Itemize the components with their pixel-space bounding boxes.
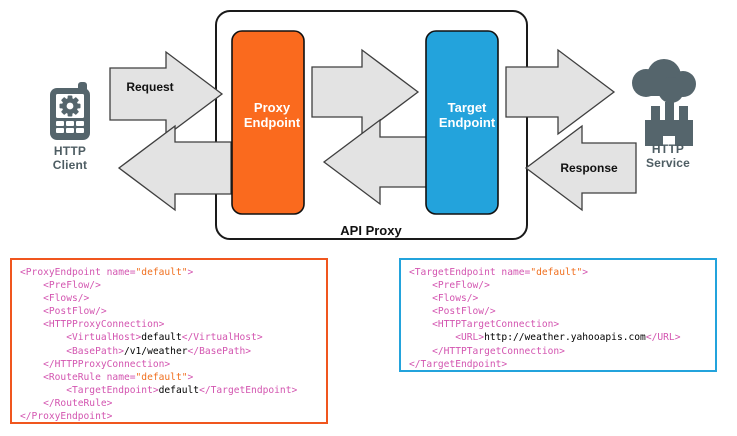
http-service-label: HTTP Service [616,142,720,170]
xml-line: <Flows/> [409,292,707,305]
xml-token-tag: <Flows/> [20,293,90,305]
xml-token-txt: /v1/weather [123,345,188,357]
xml-token-tag: > [582,267,589,278]
target-to-service-arrow [505,48,616,136]
xml-token-tag: <PostFlow/> [20,306,107,318]
xml-token-tag: </TargetEndpoint> [409,358,508,370]
xml-token-tag: <PreFlow/> [20,280,101,292]
xml-token-val: "default" [530,267,583,278]
xml-token-txt: default [158,384,200,396]
http-service-label-line2: Service [645,156,691,170]
proxy-endpoint-label-line2: Endpoint [243,115,301,130]
xml-token-tag: > [187,371,194,383]
xml-token-tag: </RouteRule> [20,397,113,409]
proxy-endpoint-xml-block: <ProxyEndpoint name="default"> <PreFlow/… [10,258,328,424]
xml-token-tag: </URL> [645,332,681,344]
xml-token-tag: <URL> [409,332,485,344]
response-arrow-label: Response [560,161,618,175]
xml-line: <ProxyEndpoint name="default"> [20,266,318,279]
xml-token-tag: </TargetEndpoint> [199,384,298,396]
xml-token-tag: <HTTPTargetConnection> [409,319,560,331]
xml-line: <PostFlow/> [20,305,318,318]
mobile-phone-icon [50,82,90,140]
xml-line: </HTTPProxyConnection> [20,358,318,371]
xml-token-tag: <PostFlow/> [409,306,496,318]
xml-line: </RouteRule> [20,397,318,410]
xml-token-tag: <BasePath> [20,345,124,357]
xml-token-tag: <HTTPProxyConnection> [20,319,165,331]
xml-token-tag: <PreFlow/> [409,280,490,292]
proxy-endpoint-label-line1: Proxy [253,100,291,115]
http-client-label-line2: Client [52,158,88,172]
target-endpoint-label-line1: Target [447,100,487,115]
xml-line: <PostFlow/> [409,305,707,318]
xml-line: <HTTPProxyConnection> [20,318,318,331]
xml-token-tag: <ProxyEndpoint [20,267,107,278]
xml-line: <RouteRule name="default"> [20,371,318,384]
xml-token-attr: name= [501,267,531,278]
request-arrow-label: Request [126,80,174,94]
xml-line: <VirtualHost>default</VirtualHost> [20,331,318,344]
xml-token-tag: </BasePath> [187,345,252,357]
xml-line: </HTTPTargetConnection> [409,345,707,358]
target-endpoint-label: Target Endpoint [424,100,510,130]
api-proxy-label: API Proxy [340,223,402,238]
xml-token-tag: </HTTPProxyConnection> [20,358,171,370]
xml-token-tag: <RouteRule [20,371,107,383]
xml-token-tag: > [187,267,194,278]
xml-token-tag: <TargetEndpoint> [20,384,159,396]
factory-cloud-icon [632,59,696,146]
xml-token-tag: </ProxyEndpoint> [20,411,113,423]
xml-line: </TargetEndpoint> [409,358,707,370]
xml-line: <HTTPTargetConnection> [409,318,707,331]
request-arrow [109,50,224,138]
xml-token-val: "default" [135,371,188,383]
xml-line: <URL>http://weather.yahooapis.com</URL> [409,331,707,344]
proxy-endpoint-label: Proxy Endpoint [230,100,314,130]
xml-token-txt: default [141,332,182,344]
xml-token-tag: </HTTPTargetConnection> [409,345,565,357]
xml-line: <Flows/> [20,292,318,305]
response-arrow [524,124,637,212]
xml-token-val: "default" [135,267,188,278]
proxy-to-target-arrow [311,48,420,136]
xml-line: <BasePath>/v1/weather</BasePath> [20,345,318,358]
target-to-proxy-arrow [322,118,431,206]
xml-line: <TargetEndpoint name="default"> [409,266,707,279]
http-client-label-line1: HTTP [53,144,87,158]
proxy-to-client-arrow [117,124,232,212]
xml-line: <PreFlow/> [20,279,318,292]
xml-token-txt: http://weather.yahooapis.com [484,332,646,344]
xml-line: </ProxyEndpoint> [20,410,318,423]
cloud-icon [632,59,696,103]
target-endpoint-box[interactable] [425,30,499,215]
xml-token-attr: name= [106,267,136,278]
xml-token-tag: <Flows/> [409,293,479,305]
xml-line: <PreFlow/> [409,279,707,292]
xml-token-tag: </VirtualHost> [181,332,263,344]
xml-token-attr: name= [106,371,136,383]
xml-token-tag: <VirtualHost> [20,332,142,344]
http-service-label-line1: HTTP [651,142,685,156]
target-endpoint-xml-block: <TargetEndpoint name="default"> <PreFlow… [399,258,717,372]
http-client-label: HTTP Client [18,144,122,172]
xml-line: <TargetEndpoint>default</TargetEndpoint> [20,384,318,397]
target-endpoint-label-line2: Endpoint [438,115,496,130]
xml-token-tag: <TargetEndpoint [409,267,502,278]
proxy-endpoint-box[interactable] [231,30,305,215]
